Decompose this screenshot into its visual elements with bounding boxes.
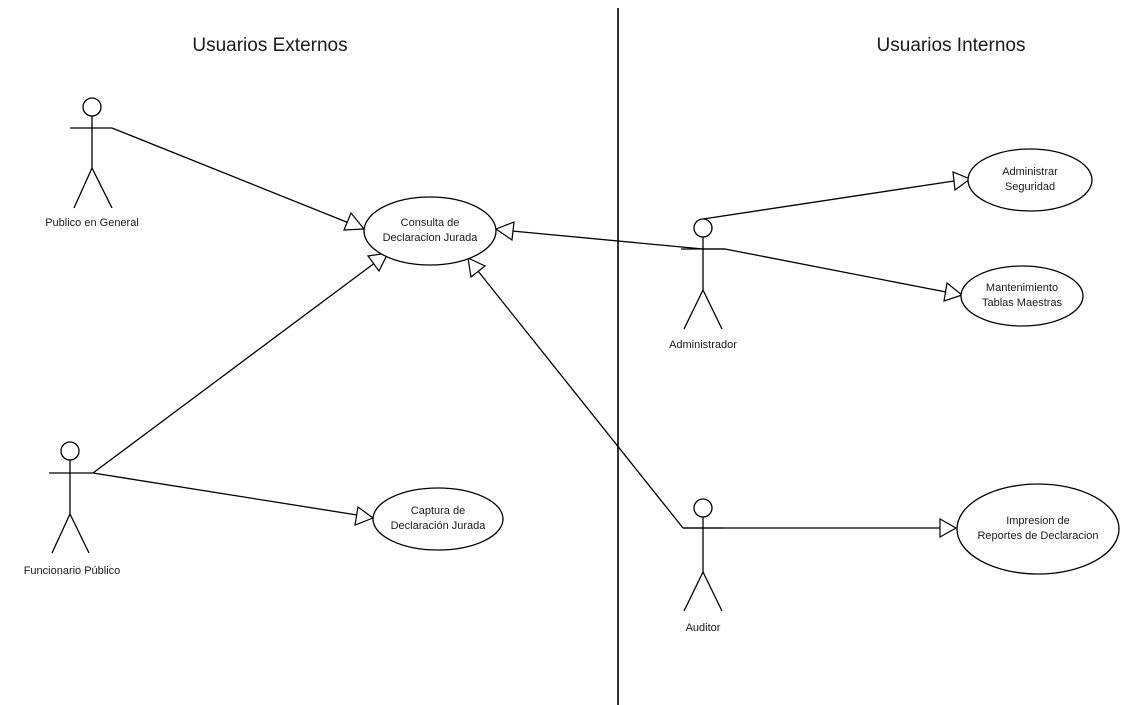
actor-label-publico: Publico en General [45,217,139,229]
use-case-captura-line-1: Captura de [411,505,465,517]
use-case-tablas-line-1: Mantenimiento [986,282,1058,294]
actor-label-funcionario: Funcionario Público [24,565,121,577]
use-case-seguridad-line-1: Administrar [1002,166,1058,178]
actor-label-auditor: Auditor [686,622,721,634]
actor-administrador: Administrador [669,218,737,351]
association-publico-consulta [111,127,366,231]
associations [92,127,972,539]
actor-funcionario-publico: Funcionario Público [24,441,121,577]
use-case-consulta-line-2: Declaracion Jurada [383,232,479,244]
use-case-tablas: Mantenimiento Tablas Maestras [960,265,1084,327]
stick-figure-icon [681,218,725,330]
use-case-consulta: Consulta de Declaracion Jurada [363,196,497,266]
actor-auditor: Auditor [683,498,723,634]
use-case-consulta-line-1: Consulta de [401,217,460,229]
stick-figure-icon [70,97,113,209]
association-auditor-impresion [683,517,958,539]
use-case-captura-line-2: Declaración Jurada [391,520,487,532]
association-funcionario-captura [92,472,375,526]
use-case-impresion-line-1: Impresion de [1006,515,1070,527]
use-case-seguridad-line-2: Seguridad [1005,181,1055,193]
use-case-impresion: Impresion de Reportes de Declaracion [956,483,1120,575]
actor-label-administrador: Administrador [669,339,737,351]
association-administrador-consulta [494,221,704,250]
section-title-internal: Usuarios Internos [877,35,1026,56]
use-case-seguridad: Administrar Seguridad [967,148,1093,212]
actor-publico-en-general: Publico en General [45,97,139,229]
use-case-impresion-line-2: Reportes de Declaracion [977,530,1098,542]
association-auditor-consulta [467,256,684,529]
association-administrador-tablas [703,248,964,302]
use-case-tablas-line-2: Tablas Maestras [982,297,1063,309]
section-title-external: Usuarios Externos [192,35,347,56]
association-administrador-seguridad [702,171,972,220]
association-funcionario-consulta [92,252,390,474]
use-case-captura: Captura de Declaración Jurada [372,487,504,551]
stick-figure-icon [49,441,93,554]
stick-figure-icon [683,498,723,612]
